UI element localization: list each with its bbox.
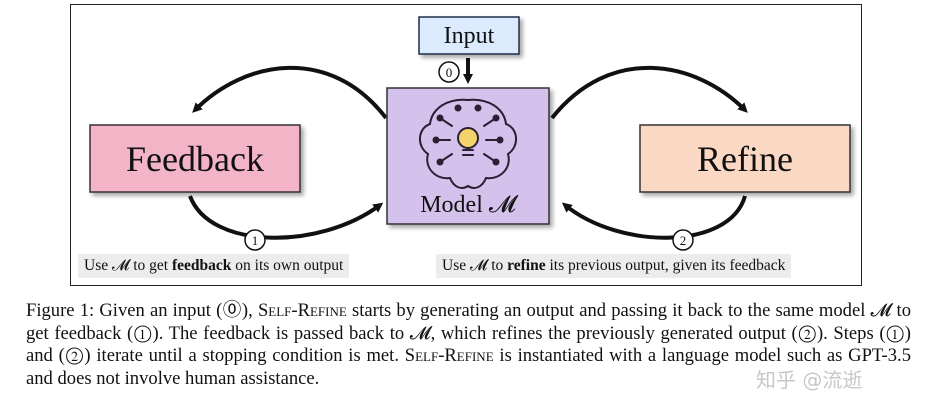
self-refine-diagram: Input 0 Feedback Refine Model 𝓜 1 2 bbox=[89, 16, 851, 251]
step-1-label: 1 bbox=[252, 233, 259, 248]
feedback-label: Feedback bbox=[126, 139, 264, 179]
brain-lightbulb-icon bbox=[419, 98, 517, 189]
step-1-marker bbox=[244, 229, 266, 251]
refine-label: Refine bbox=[697, 139, 793, 179]
input-label: Input bbox=[444, 23, 495, 49]
model-label: Model 𝓜 bbox=[420, 192, 519, 218]
refine-box bbox=[639, 124, 851, 193]
feedback-box bbox=[89, 124, 301, 193]
arrow-model-to-refine bbox=[550, 65, 748, 120]
arrow-feedback-to-model bbox=[188, 195, 384, 240]
arrow-model-to-feedback bbox=[192, 65, 388, 120]
step-0-label: 0 bbox=[446, 65, 453, 80]
arrow-refine-to-model bbox=[561, 195, 747, 240]
step-0-marker bbox=[438, 61, 460, 83]
step-2-label: 2 bbox=[680, 233, 687, 248]
step-2-marker bbox=[672, 229, 694, 251]
watermark: 知乎 @流逝 bbox=[756, 368, 863, 392]
figure-caption: Figure 1: Given an input (⓪), Self-Refin… bbox=[26, 300, 911, 389]
refine-note: Use 𝓜 to refine its previous output, giv… bbox=[436, 254, 792, 278]
feedback-note: Use 𝓜 to get feedback on its own output bbox=[78, 254, 350, 278]
input-box bbox=[418, 16, 520, 55]
